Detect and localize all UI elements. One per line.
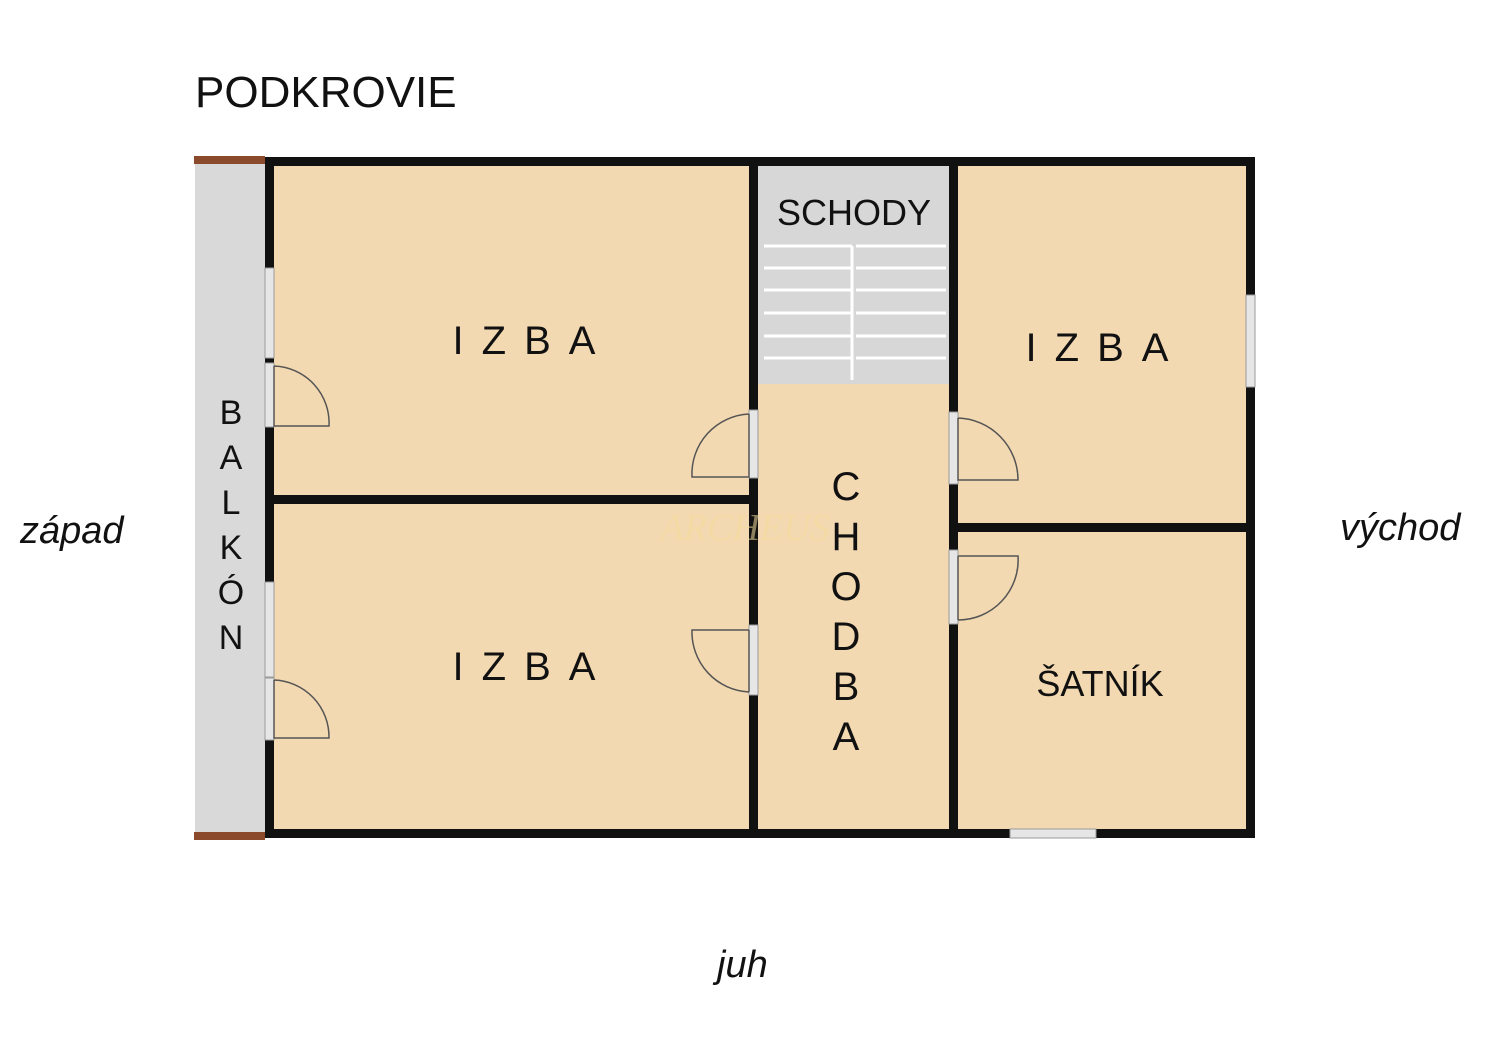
compass-south: juh bbox=[712, 944, 768, 986]
window-right-top bbox=[1245, 294, 1256, 388]
stairs-label: SCHODY bbox=[777, 192, 931, 233]
balcony-label-letter: A bbox=[220, 439, 243, 477]
door-balcony-bottom bbox=[264, 677, 330, 741]
wall-top bbox=[265, 157, 1255, 166]
room-label-top-right: IZBA bbox=[1026, 326, 1187, 370]
door-balcony-top bbox=[264, 362, 330, 428]
door-bottom-left-room bbox=[691, 624, 759, 696]
room-top-left-floor bbox=[270, 162, 752, 498]
room-bottom-left-floor bbox=[270, 502, 752, 832]
window-left-bottom bbox=[264, 581, 275, 678]
doors bbox=[264, 362, 1019, 741]
balcony-label-letter: L bbox=[222, 484, 241, 522]
wall-corridor-left bbox=[749, 157, 758, 838]
wardrobe-label: ŠATNÍK bbox=[1036, 663, 1163, 704]
windows bbox=[264, 267, 1256, 839]
corridor-label-letter: D bbox=[832, 615, 861, 659]
wall-bottom bbox=[265, 829, 1255, 838]
door-top-left-room bbox=[691, 409, 759, 479]
corridor-label-letter: H bbox=[832, 515, 861, 559]
watermark: ARCHEUS bbox=[658, 507, 830, 549]
walls bbox=[265, 157, 1255, 838]
corridor-label-letter: A bbox=[833, 715, 860, 759]
wall-right bbox=[1246, 157, 1255, 838]
wall-corridor-right bbox=[949, 157, 958, 838]
stair-treads bbox=[764, 244, 946, 380]
balcony-label-letter: B bbox=[220, 394, 243, 432]
balcony-label-letter: N bbox=[219, 619, 244, 657]
compass-east: východ bbox=[1340, 507, 1462, 549]
room-label-bottom-left: IZBA bbox=[453, 645, 614, 689]
corridor-label-letter: O bbox=[830, 565, 861, 609]
wardrobe-floor bbox=[958, 530, 1250, 832]
door-wardrobe bbox=[948, 549, 1019, 625]
window-bottom-wardrobe bbox=[1009, 828, 1097, 839]
door-top-right-room bbox=[948, 411, 1019, 485]
wall-right-rooms-divider bbox=[949, 523, 1255, 532]
wall-left-rooms-divider bbox=[265, 495, 757, 504]
room-label-top-left: IZBA bbox=[453, 319, 614, 363]
corridor-label-letter: B bbox=[833, 665, 860, 709]
corridor-floor bbox=[756, 384, 954, 832]
stairs-floor bbox=[756, 162, 954, 384]
balcony-label-letter: K bbox=[220, 529, 243, 567]
balcony-label-letter: Ó bbox=[218, 574, 244, 612]
window-left-top bbox=[264, 267, 275, 359]
room-top-right-floor bbox=[958, 162, 1250, 528]
floor-title: PODKROVIE bbox=[195, 68, 457, 117]
corridor-label-letter: C bbox=[832, 465, 861, 509]
room-floors bbox=[270, 162, 1250, 832]
balcony bbox=[194, 156, 265, 840]
compass-west: západ bbox=[19, 510, 125, 552]
